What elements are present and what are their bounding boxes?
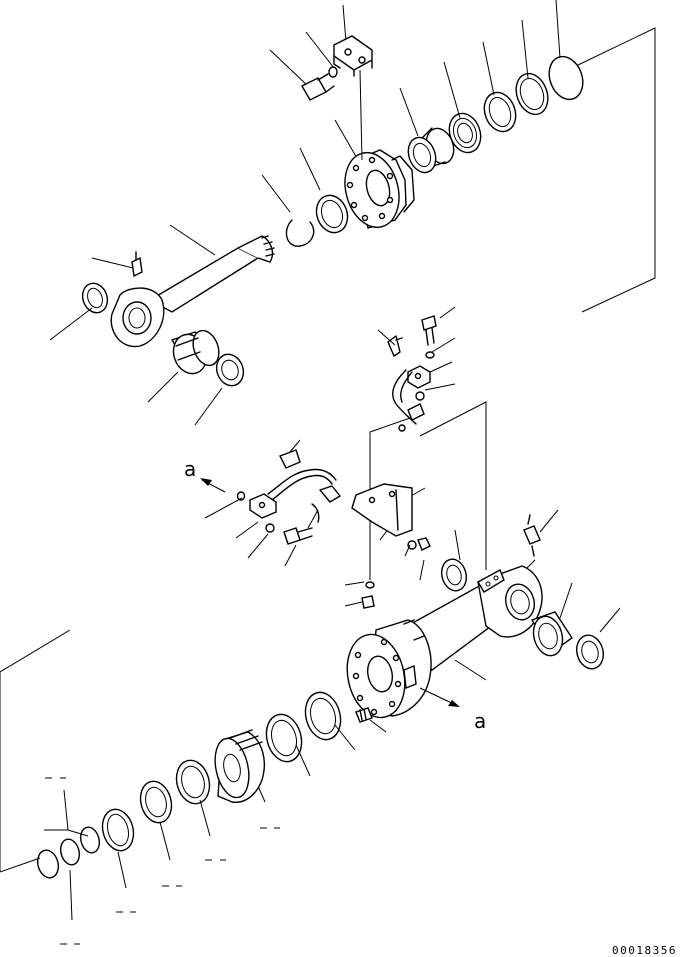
piston-ring-1 bbox=[304, 691, 342, 741]
tube-bolt bbox=[283, 527, 313, 545]
tube-long bbox=[271, 474, 333, 501]
small-ring-2 bbox=[59, 838, 81, 866]
rod-bushing bbox=[170, 329, 220, 375]
cylinder-dust-seal bbox=[575, 634, 605, 670]
small-ring-3 bbox=[36, 849, 60, 879]
tube bbox=[392, 369, 417, 425]
reference-arrow-bottom: a bbox=[419, 687, 486, 733]
pipe-bolt bbox=[421, 315, 437, 346]
u-bolt-2 bbox=[279, 449, 301, 469]
pipe-washer bbox=[425, 351, 435, 359]
bolt bbox=[301, 73, 335, 101]
plug bbox=[355, 707, 373, 723]
leader-lines-top bbox=[49, 0, 561, 426]
grease-fitting bbox=[131, 251, 143, 278]
snap-ring bbox=[285, 219, 315, 247]
mount-washer bbox=[365, 581, 375, 589]
tube-o-ring bbox=[236, 491, 246, 501]
tube-side-seal bbox=[440, 558, 468, 592]
bushing bbox=[407, 127, 455, 174]
bracket bbox=[351, 483, 413, 537]
reference-arrow-top: a bbox=[184, 457, 226, 493]
cylinder-head bbox=[344, 149, 415, 229]
rod-dust-seal bbox=[215, 353, 245, 387]
rod-assembly bbox=[49, 0, 656, 426]
u-bolt bbox=[387, 335, 403, 357]
wear-ring-3 bbox=[101, 808, 135, 852]
piston-rod bbox=[110, 235, 275, 348]
tube-end bbox=[319, 485, 341, 503]
pipe-o-ring bbox=[415, 391, 425, 401]
reference-label-top: a bbox=[184, 457, 196, 481]
grease-nipple bbox=[523, 514, 541, 557]
quantity-marks bbox=[45, 777, 280, 945]
reference-label-bottom: a bbox=[474, 709, 486, 733]
wear-ring-2 bbox=[139, 780, 173, 824]
drawing-number: 00018356 bbox=[612, 944, 677, 957]
backup-ring bbox=[515, 72, 549, 116]
piston-ring-2 bbox=[265, 713, 303, 763]
clamp bbox=[333, 35, 373, 161]
wear-ring-1 bbox=[175, 759, 211, 805]
piston bbox=[214, 729, 266, 803]
tube-washer bbox=[265, 523, 275, 533]
wear-ring bbox=[315, 194, 349, 234]
piping-assembly: a bbox=[184, 306, 487, 609]
ring bbox=[483, 91, 517, 133]
cylinder-bushing bbox=[530, 611, 573, 657]
bracket-nut bbox=[417, 537, 431, 551]
flange-block bbox=[407, 365, 431, 389]
cylinder-assembly: a bbox=[0, 509, 621, 945]
mount-nut bbox=[361, 595, 375, 609]
bracket-washer bbox=[407, 540, 417, 550]
washer bbox=[328, 66, 338, 78]
pipe-flange-end bbox=[407, 403, 425, 421]
tube-flange bbox=[249, 493, 277, 519]
small-ring-1 bbox=[79, 826, 101, 854]
group-bracket-line-top bbox=[577, 27, 656, 313]
tube-clip bbox=[311, 503, 320, 523]
pipe-o-ring-2 bbox=[398, 424, 406, 432]
dust-seal bbox=[81, 282, 109, 314]
o-ring bbox=[548, 55, 584, 101]
cylinder-flange bbox=[346, 619, 432, 719]
leader-lines-middle bbox=[204, 306, 487, 607]
